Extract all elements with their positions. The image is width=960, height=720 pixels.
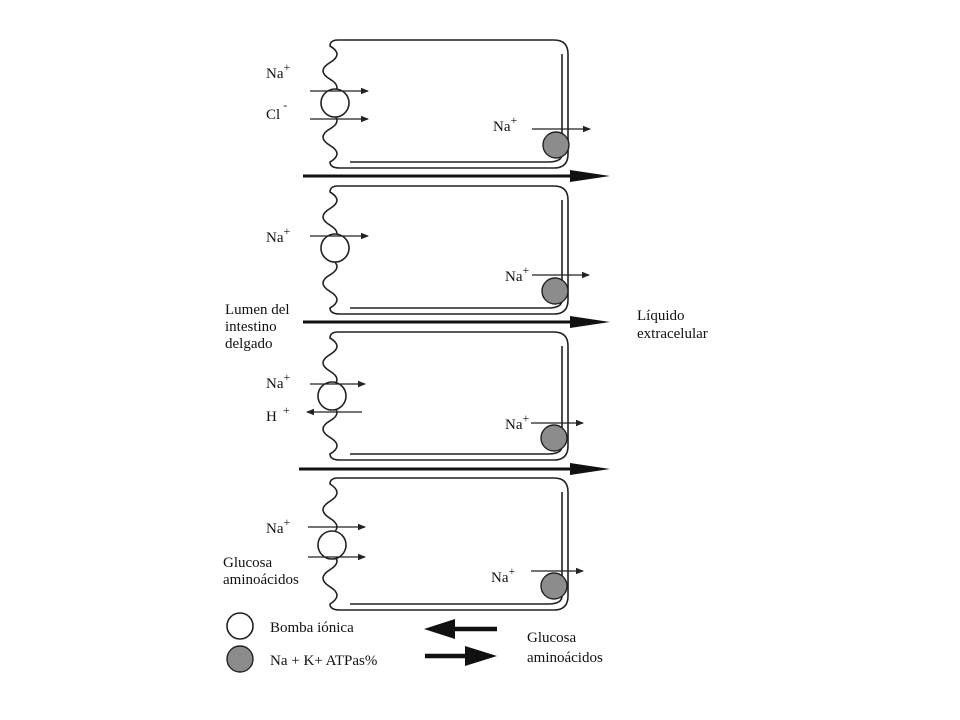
cell-1-basolateral <box>532 125 591 159</box>
cell-inner-outline-2 <box>350 200 563 309</box>
cell-outline-4 <box>322 477 569 611</box>
epithelial-cells <box>322 39 569 611</box>
ion-label-na-2: Na+ <box>266 224 291 246</box>
ion-pump-3 <box>317 381 347 411</box>
cell-3-apical <box>306 380 366 416</box>
cell-outline-2 <box>322 185 569 315</box>
legend-atpase-icon <box>226 645 254 673</box>
atpase-pump-3 <box>540 424 568 452</box>
cell-4-apical <box>308 523 366 561</box>
atpase-pump-4 <box>540 572 568 600</box>
ion-label-na-baso-1: Na+ <box>493 113 518 135</box>
lumen-label: Lumen del intestino delgado <box>225 302 293 352</box>
legend-flow-label: Glucosa aminoácidos <box>527 630 603 666</box>
legend-atpase-label: Na + K+ ATPas% <box>270 653 377 669</box>
paracellular-flow-arrows <box>299 170 610 475</box>
cell-inner-outline-4 <box>350 492 563 605</box>
glucose-aminoacids-label: Glucosa aminoácidos <box>223 555 299 588</box>
atpase-pump-1 <box>542 131 570 159</box>
legend-pump-label: Bomba iónica <box>270 620 354 636</box>
cell-inner-outline-1 <box>350 54 563 163</box>
extracellular-fluid-label: Líquido extracelular <box>637 308 708 342</box>
flow-arrow-2 <box>303 316 610 328</box>
cell-2-apical <box>310 232 369 263</box>
ion-label-cl-1: Cl- <box>266 98 287 123</box>
flow-arrow-3 <box>299 463 610 475</box>
ion-pump-1 <box>320 88 350 118</box>
cell-outline-1 <box>322 39 569 169</box>
ion-label-na-baso-4: Na+ <box>491 564 516 586</box>
cell-2-basolateral <box>532 271 590 305</box>
cell-outline-3 <box>322 331 569 461</box>
cell-3-basolateral <box>531 419 584 452</box>
flow-arrow-1 <box>303 170 610 182</box>
ion-pump-2 <box>320 233 350 263</box>
ion-label-na-baso-2: Na+ <box>505 263 530 285</box>
legend: Bomba iónica Na + K+ ATPas% Glucosa amin… <box>226 612 603 673</box>
ion-label-na-1: Na+ <box>266 60 291 82</box>
ion-label-na-4: Na+ <box>266 515 291 537</box>
legend-pump-icon <box>226 612 254 640</box>
ion-label-na-baso-3: Na+ <box>505 411 530 433</box>
cell-inner-outline-3 <box>350 346 563 455</box>
legend-right-arrow-icon <box>425 646 497 666</box>
ion-pump-4 <box>317 530 347 560</box>
cell-1-apical <box>310 87 369 123</box>
legend-left-arrow-icon <box>424 619 497 639</box>
ion-label-h-3: H+ <box>266 403 290 425</box>
atpase-pump-2 <box>541 277 569 305</box>
ion-label-na-3: Na+ <box>266 370 291 392</box>
cell-4-basolateral <box>531 567 584 600</box>
